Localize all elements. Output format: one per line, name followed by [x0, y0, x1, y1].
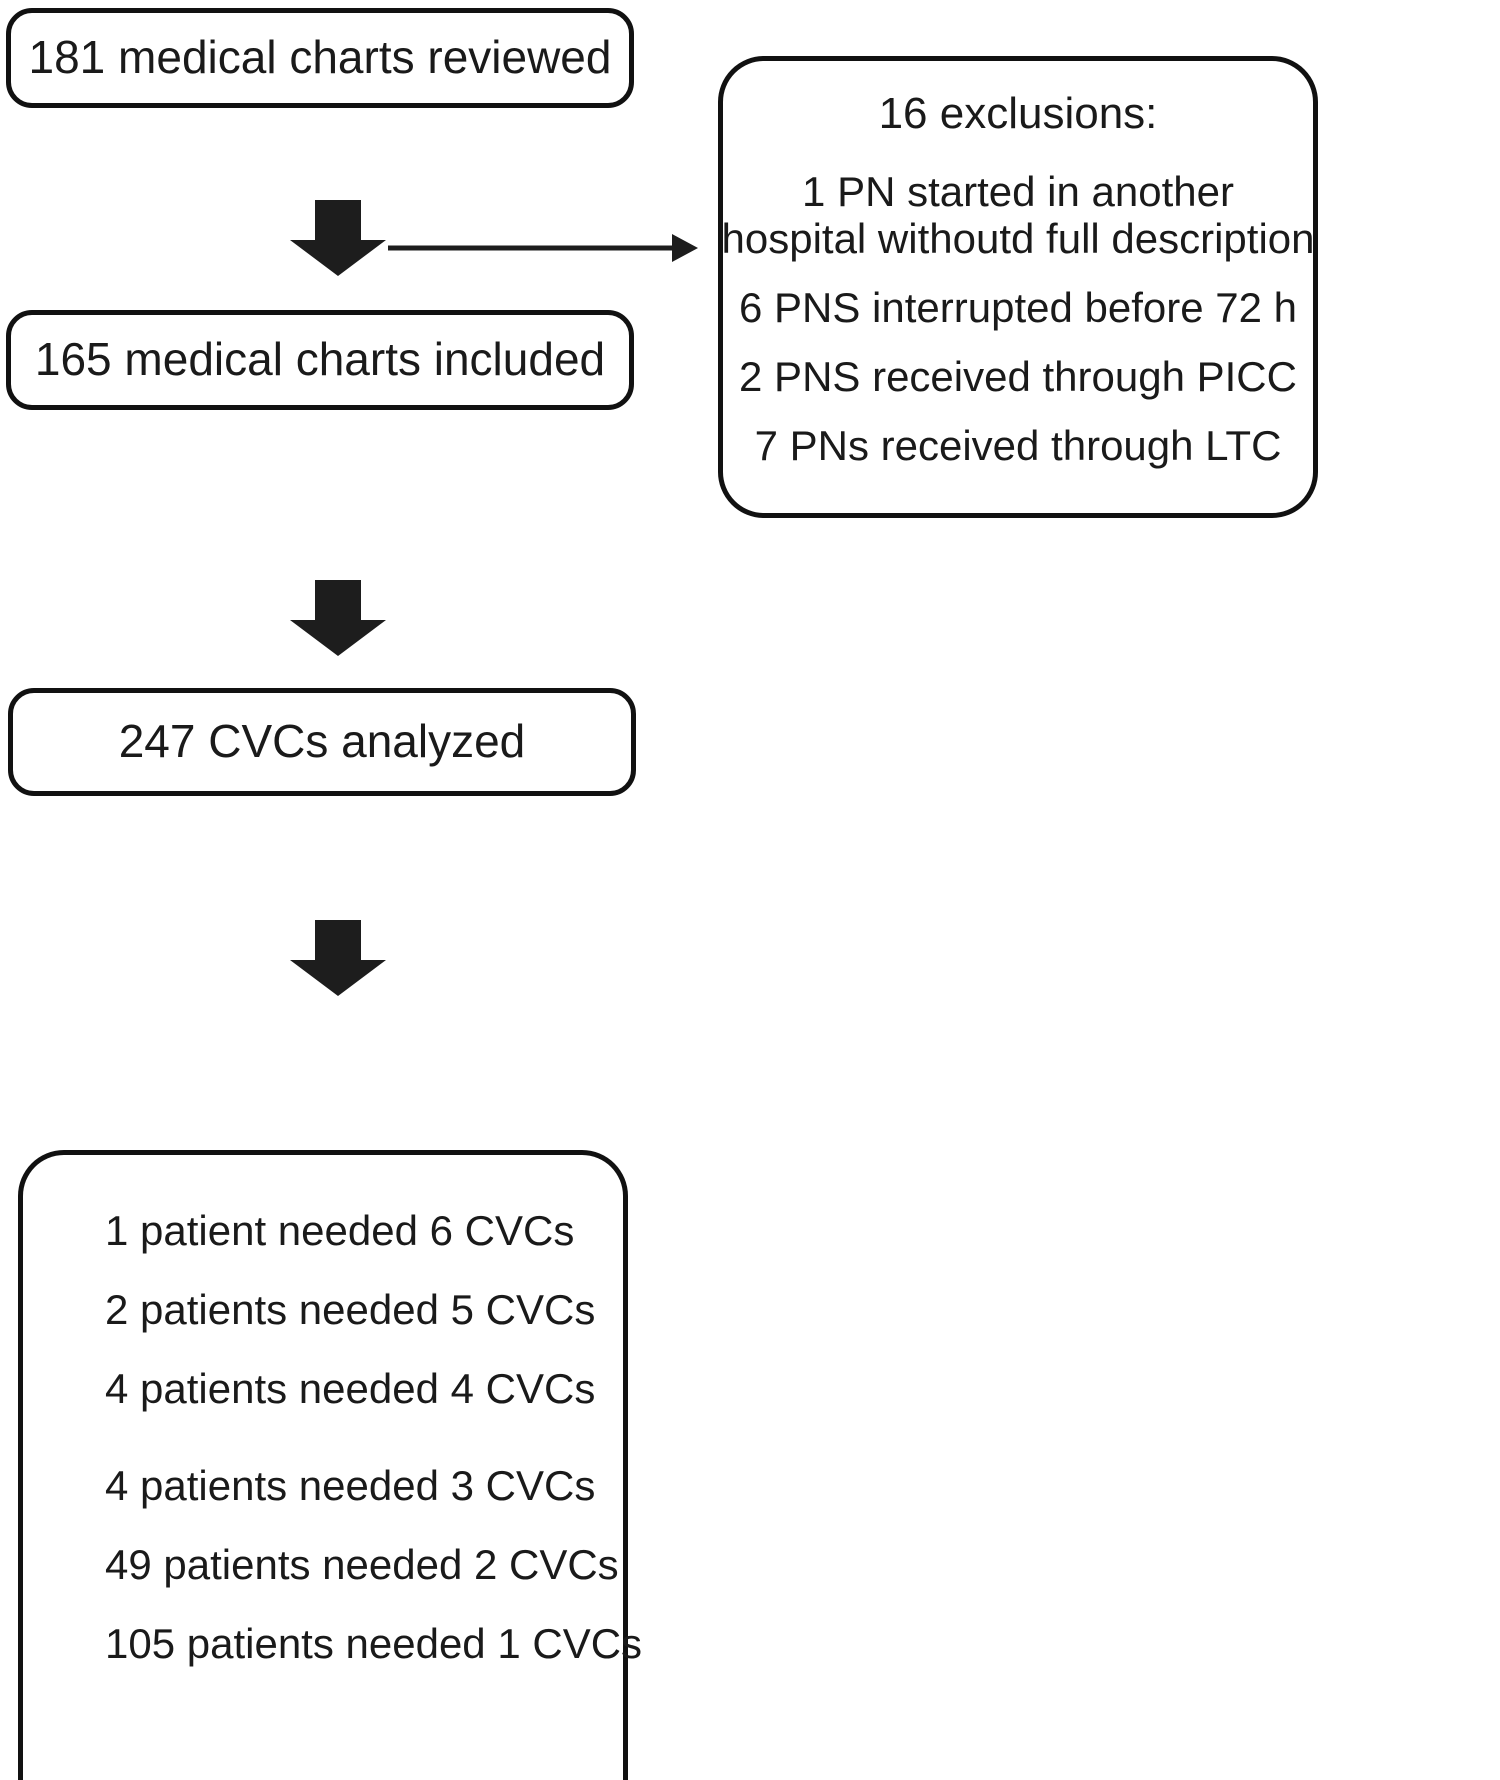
exclusions-heading: 16 exclusions: — [878, 89, 1158, 138]
right-line-arrow-icon — [388, 234, 698, 262]
breakdown-item-5: 49 patients needed 2 CVCs — [105, 1541, 619, 1589]
node-cvcs-analyzed: 247 CVCs analyzed — [8, 688, 636, 796]
node-charts-reviewed: 181 medical charts reviewed — [6, 8, 634, 108]
right-arrow-to-exclusions — [388, 222, 698, 276]
exclusion-item-4: 7 PNs received through LTC — [754, 422, 1282, 470]
node-charts-reviewed-label: 181 medical charts reviewed — [28, 31, 612, 84]
down-block-arrow-icon — [290, 580, 386, 656]
node-charts-included-label: 165 medical charts included — [34, 333, 606, 386]
breakdown-item-4: 4 patients needed 3 CVCs — [105, 1462, 596, 1510]
exclusion-item-1-line1: 1 PN started in another — [802, 168, 1234, 216]
exclusion-item-1-line2: hospital withoutd full description — [721, 215, 1315, 263]
breakdown-item-2: 2 patients needed 5 CVCs — [105, 1286, 596, 1334]
breakdown-item-3: 4 patients needed 4 CVCs — [105, 1365, 596, 1413]
breakdown-item-1: 1 patient needed 6 CVCs — [105, 1207, 575, 1254]
exclusion-item-3: 2 PNS received through PICC — [739, 353, 1297, 401]
down-arrow-reviewed-to-included — [268, 168, 408, 283]
node-cvc-breakdown: 1 patient needed 6 CVCs 2 patients neede… — [18, 1150, 642, 1780]
down-block-arrow-icon — [290, 200, 386, 276]
down-block-arrow-icon — [290, 920, 386, 996]
node-charts-included: 165 medical charts included — [6, 310, 634, 410]
breakdown-item-6: 105 patients needed 1 CVCs — [105, 1620, 643, 1668]
node-exclusions: 16 exclusions: 1 PN started in another h… — [718, 56, 1318, 518]
exclusion-item-2: 6 PNS interrupted before 72 h — [738, 284, 1298, 332]
exclusion-item-1: 1 PN started in another hospital without… — [722, 168, 1315, 262]
down-arrow-analyzed-to-breakdown — [268, 888, 408, 1003]
node-cvcs-analyzed-label: 247 CVCs analyzed — [118, 715, 526, 768]
down-arrow-included-to-analyzed — [268, 548, 408, 663]
